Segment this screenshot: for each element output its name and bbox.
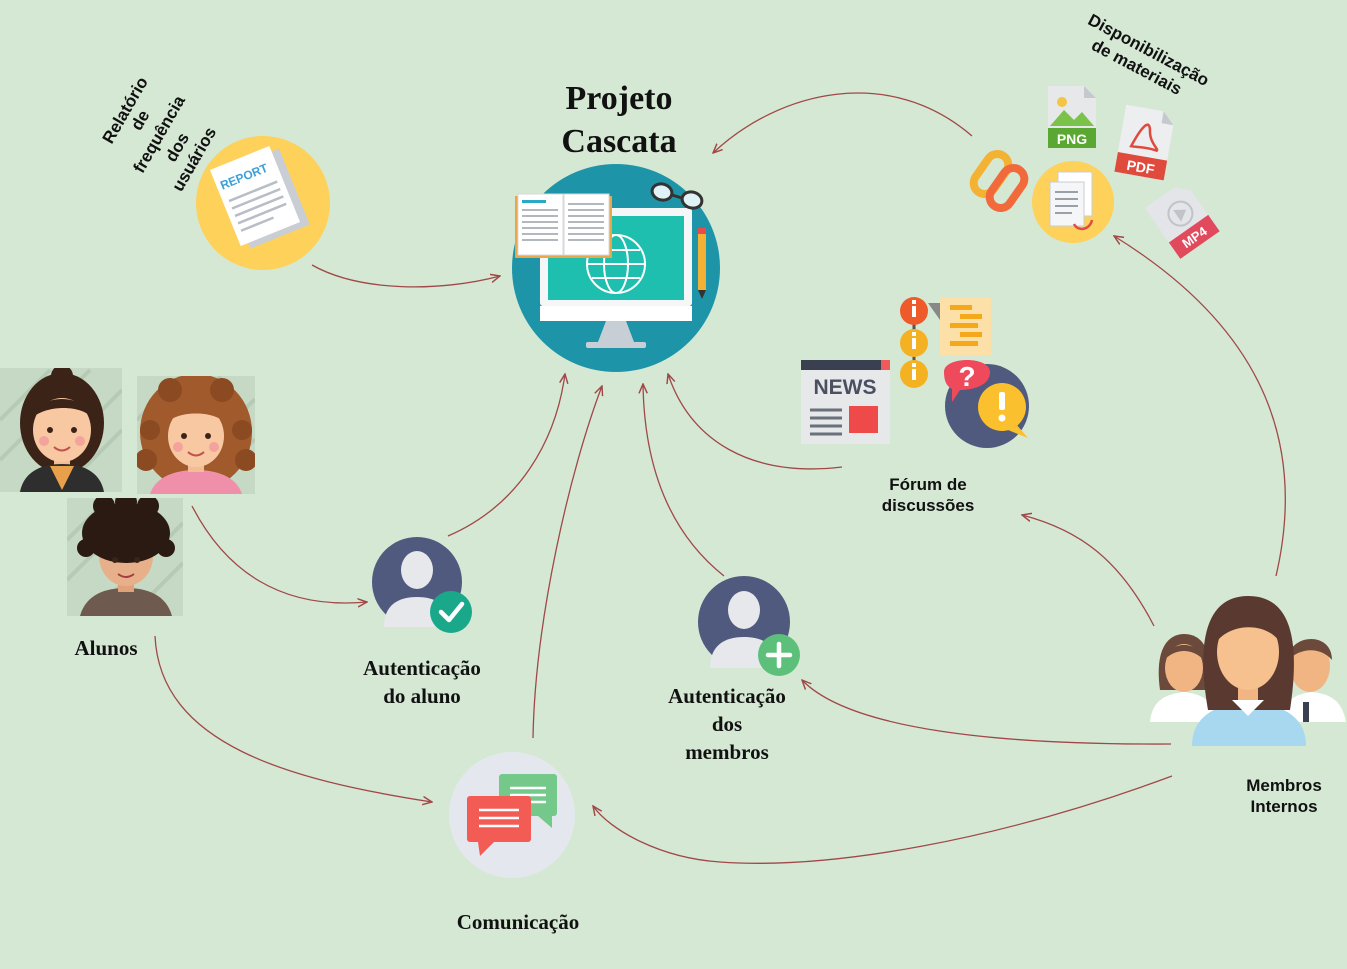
- globe-icon: [586, 234, 646, 294]
- forum-label-line1: Fórum de: [889, 475, 966, 494]
- mp4-file-icon: MP4: [1144, 187, 1220, 259]
- student-avatar-2: [137, 376, 255, 494]
- question-exclamation-icon: ?: [944, 360, 1029, 448]
- edge-students-to-studentauth: [191, 505, 367, 603]
- book-icon: [515, 193, 612, 258]
- edge-forum-to-project: [668, 374, 843, 470]
- materials-label: Disponibilização de materiais: [1085, 10, 1212, 99]
- student-auth-label-line2: do aluno: [383, 684, 461, 708]
- project-title-line1: Projeto: [566, 80, 673, 117]
- edge-members-to-materials: [1114, 236, 1286, 577]
- documents-icon: [1032, 161, 1114, 243]
- members-label-line1: Membros: [1246, 776, 1322, 795]
- forum-label-line2: discussões: [882, 496, 975, 515]
- edge-memberauth-to-project: [643, 384, 725, 577]
- png-file-icon: PNG: [1048, 86, 1096, 148]
- student-avatar-1: [0, 368, 122, 492]
- png-label: PNG: [1057, 131, 1087, 147]
- edge-students-to-communication: [154, 635, 432, 802]
- communication-label: Comunicação: [457, 910, 580, 934]
- member-auth-label-line3: membros: [685, 740, 769, 764]
- member-auth-label-line2: dos: [712, 712, 742, 736]
- edge-materials-to-project: [713, 92, 973, 153]
- edge-members-to-communication: [593, 775, 1173, 864]
- pencil-icon: [698, 228, 706, 299]
- connectors: [154, 92, 1286, 864]
- report-icon: REPORT: [196, 136, 330, 270]
- members-label-line2: Internos: [1250, 797, 1317, 816]
- student-avatar-3: [67, 498, 183, 616]
- edge-studentauth-to-project: [447, 374, 565, 537]
- pdf-label: PDF: [1125, 157, 1156, 178]
- member-auth-label-line1: Autenticação: [668, 684, 786, 708]
- member-auth-icon: [698, 576, 800, 676]
- news-icon: NEWS: [801, 360, 890, 444]
- project-icon: [512, 164, 720, 372]
- news-label: NEWS: [814, 376, 877, 399]
- report-label-line1: Relatório: [99, 74, 152, 147]
- student-auth-label-line1: Autenticação: [363, 656, 481, 680]
- link-icon: [969, 149, 1029, 213]
- project-title-line2: Cascata: [561, 123, 676, 160]
- edge-report-to-project: [311, 264, 500, 288]
- glasses-icon: [650, 182, 704, 210]
- edge-communication-to-project: [532, 386, 602, 739]
- pdf-file-icon: PDF: [1114, 104, 1174, 181]
- chat-bubbles-icon: [449, 752, 575, 878]
- students-label: Alunos: [74, 636, 137, 660]
- edge-members-to-forum: [1022, 515, 1155, 627]
- timeline-icon: [900, 297, 991, 388]
- student-auth-icon: [372, 537, 472, 633]
- question-mark: ?: [958, 361, 975, 392]
- edge-members-to-memberauth: [802, 680, 1172, 745]
- internal-members-icon: [1150, 596, 1346, 746]
